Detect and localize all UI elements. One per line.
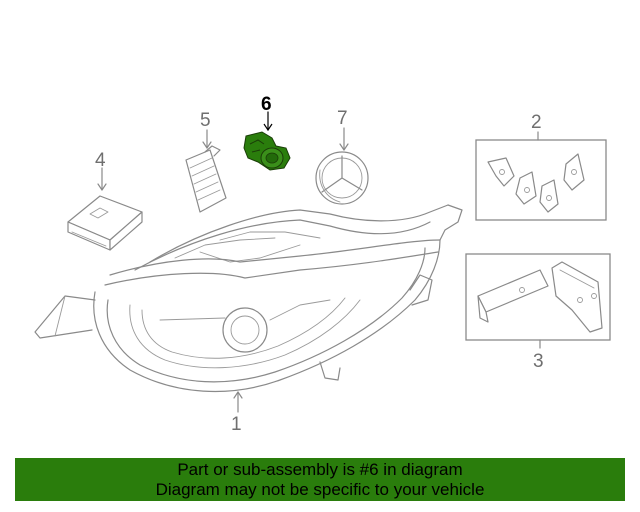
ballast-unit	[185, 129, 227, 213]
footer-line-2: Diagram may not be specific to your vehi…	[155, 480, 485, 499]
callout-1: 1	[231, 414, 242, 435]
footer-banner: Part or sub-assembly is #6 in diagram Di…	[15, 458, 625, 501]
callout-3: 3	[533, 351, 544, 372]
callout-6: 6	[261, 94, 272, 115]
leveling-motor-highlighted	[243, 111, 291, 171]
callout-4: 4	[95, 150, 106, 171]
callout-5: 5	[200, 110, 211, 131]
callout-2: 2	[531, 112, 542, 133]
cover-cap	[315, 127, 369, 205]
callout-7: 7	[337, 108, 348, 129]
control-module	[67, 167, 143, 251]
footer-line-1: Part or sub-assembly is #6 in diagram	[177, 460, 463, 479]
mounting-brackets	[465, 253, 611, 349]
headlamp-assembly	[34, 204, 463, 413]
repair-kit-brackets	[475, 131, 607, 221]
